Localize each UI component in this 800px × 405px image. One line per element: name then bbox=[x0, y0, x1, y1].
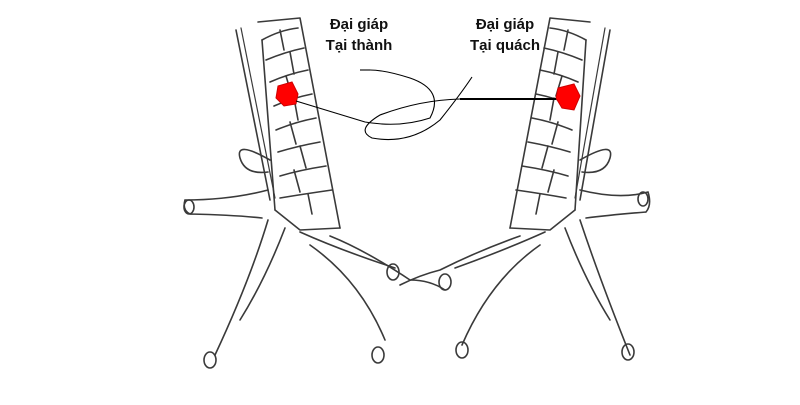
label-left-line2: Tại thành bbox=[325, 37, 393, 54]
highlight-scale-left bbox=[275, 81, 299, 107]
label-right-line2: Tại quách bbox=[469, 37, 540, 54]
leader-line-left bbox=[295, 69, 435, 125]
label-dai-giap-tai-thanh: Đại giáp Tại thành bbox=[304, 14, 414, 56]
label-right-line1: Đại giáp bbox=[475, 16, 535, 33]
label-dai-giap-tai-quach: Đại giáp Tại quách bbox=[450, 14, 560, 56]
leader-line-right bbox=[364, 76, 556, 141]
label-left-line1: Đại giáp bbox=[329, 16, 389, 33]
highlight-scale-right bbox=[555, 83, 581, 111]
